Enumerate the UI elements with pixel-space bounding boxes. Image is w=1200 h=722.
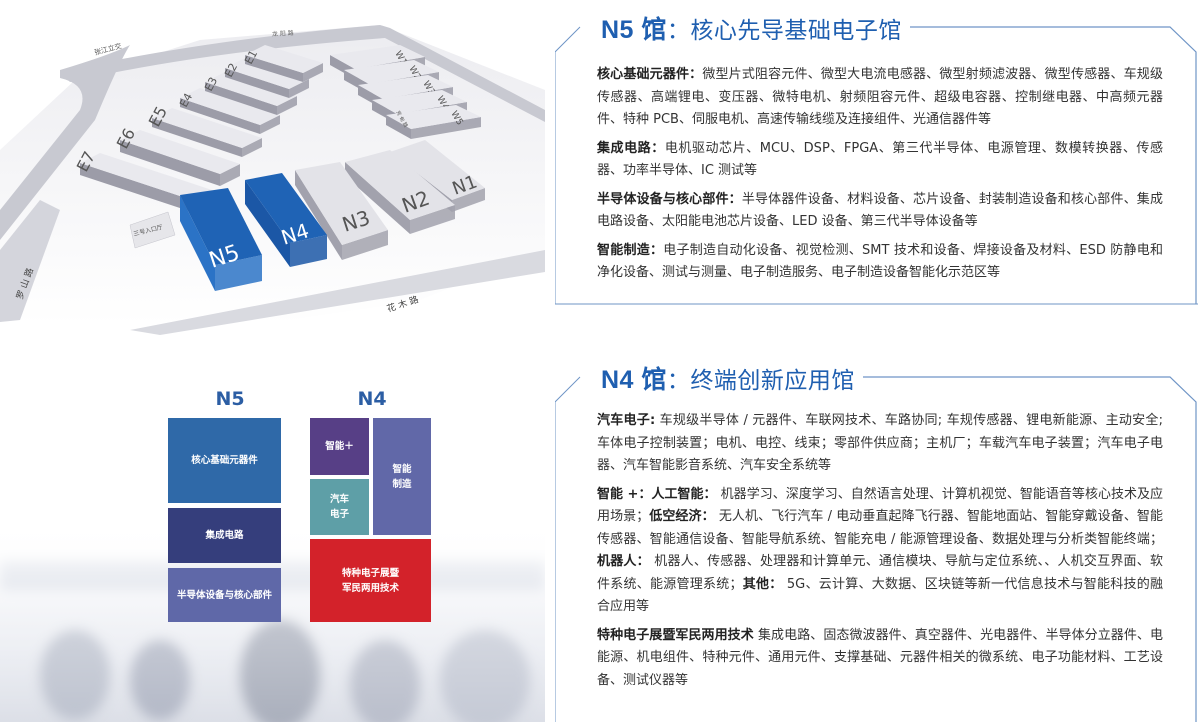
hall-label: E4 xyxy=(177,91,195,109)
hall-n3: N3 xyxy=(295,162,388,260)
zone-automotive-electronics: 汽车 电子 xyxy=(310,479,369,535)
entrance-hall: 三号入口厅 xyxy=(129,211,176,249)
hall-e7: E7 xyxy=(73,148,215,213)
n5-panel-body: 核心基础元器件：微型片式阻容元件、微型大电流电感器、微型射频滤波器、微型传感器、… xyxy=(597,64,1163,291)
zone-special-electronics: 特种电子展暨 军民两用技术 xyxy=(310,539,431,622)
n4-hall-panel: N4 馆：终端创新应用馆 汽车电子: 车规级半导体 / 元器件、车联网技术、车路… xyxy=(555,350,1198,722)
zone-intelligent-manufacturing: 智能 制造 xyxy=(373,418,431,535)
n4-item-ai: 智能 +：人工智能： 机器学习、深度学习、自然语言处理、计算机视觉、智能语音等核… xyxy=(597,486,1163,615)
n5-panel-title: N5 馆：核心先导基础电子馆 xyxy=(597,10,910,46)
n5-hall-panel: N5 馆：核心先导基础电子馆 核心基础元器件：微型片式阻容元件、微型大电流电感器… xyxy=(555,0,1198,310)
hall-label: E1 xyxy=(242,48,260,66)
hall-e3: E3 xyxy=(202,72,297,115)
hall-w5: W5 xyxy=(386,105,481,139)
panel-frame xyxy=(555,26,1198,305)
road-longyang xyxy=(60,25,545,122)
hall-label: E3 xyxy=(202,75,220,93)
road-label-longyang: 龙 阳 路 xyxy=(272,29,294,38)
n5-item: 集成电路：电机驱动芯片、MCU、DSP、FPGA、第三代半导体、电源管理、数模转… xyxy=(597,140,1163,179)
n5-item: 智能制造：电子制造自动化设备、视觉检测、SMT 技术和设备、焊接设备及材料、ES… xyxy=(597,242,1163,281)
hall-e2: E2 xyxy=(222,58,309,98)
zone-integrated-circuits: 集成电路 xyxy=(168,508,281,563)
zone-core-components: 核心基础元器件 xyxy=(168,418,281,503)
hall-label: E2 xyxy=(222,61,240,79)
n4-item-auto: 汽车电子: 车规级半导体 / 元器件、车联网技术、车路协同; 车规传感器、锂电新… xyxy=(597,413,1164,473)
n5-item: 半导体设备与核心部件：半导体器件设备、材料设备、芯片设备、封装制造设备和核心部件… xyxy=(597,191,1163,230)
hall-n5: N5 xyxy=(180,188,262,291)
hall-n4: N4 xyxy=(245,173,327,267)
road-interchange xyxy=(0,45,130,240)
zone-intelligent-plus: 智能＋ xyxy=(310,418,369,475)
hall-e5: E5 xyxy=(145,103,262,157)
n4-diagram-label: N4 xyxy=(357,388,387,410)
n4-panel-title: N4 馆：终端创新应用馆 xyxy=(597,360,863,396)
panel-frame xyxy=(555,376,1197,722)
n5-diagram-label: N5 xyxy=(215,388,245,410)
n4-item-special: 特种电子展暨军民两用技术 集成电路、固态微波器件、真空器件、光电器件、半导体分立… xyxy=(597,627,1163,688)
n5-item: 核心基础元器件：微型片式阻容元件、微型大电流电感器、微型射频滤波器、微型传感器、… xyxy=(597,67,1163,127)
zone-semiconductor-equipment: 半导体设备与核心部件 xyxy=(168,568,281,622)
n4-panel-body: 汽车电子: 车规级半导体 / 元器件、车联网技术、车路协同; 车规传感器、锂电新… xyxy=(597,410,1163,698)
road-luoshan xyxy=(0,200,60,322)
hall-e1: E1 xyxy=(242,45,323,82)
hall-e4: E4 xyxy=(177,88,280,134)
hall-n2: N2 xyxy=(345,150,455,234)
road-huamu xyxy=(130,250,545,335)
